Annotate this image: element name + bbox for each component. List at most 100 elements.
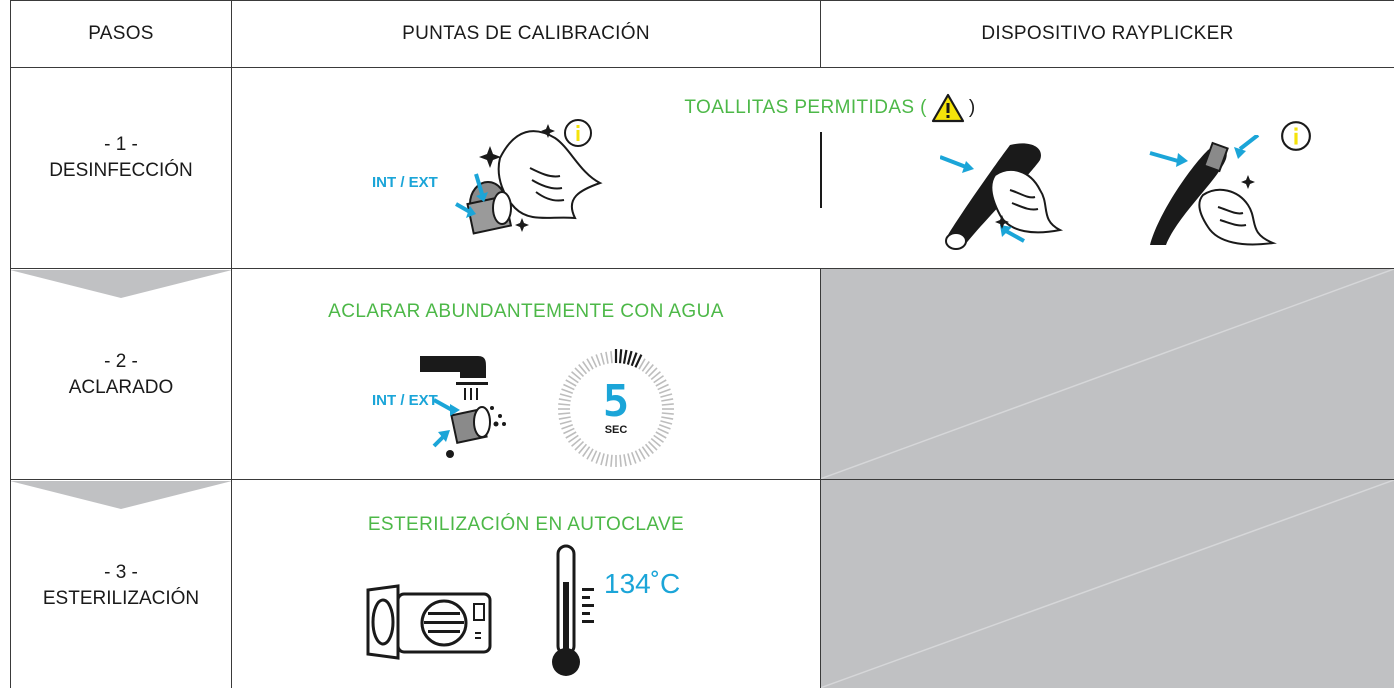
step-2-name: ACLARADO	[68, 377, 174, 398]
timer-tick	[568, 434, 579, 443]
timer-tick	[558, 412, 571, 415]
row1-separator	[820, 132, 822, 208]
timer-tick	[622, 349, 628, 364]
timer-unit: SEC	[604, 424, 628, 436]
info-icon-tips	[564, 119, 592, 147]
timer-tick	[619, 454, 622, 467]
autoclave-icon	[366, 584, 492, 660]
timer-tick	[561, 423, 574, 430]
warning-icon	[931, 93, 964, 123]
tip-wipe-illustration	[455, 124, 603, 235]
step-chevron-2	[10, 481, 232, 509]
timer-tick	[558, 416, 571, 420]
timer-tick	[650, 371, 661, 381]
step-2-label: - 2 - ACLARADO	[11, 349, 231, 401]
timer-tick	[618, 349, 623, 364]
timer-value: 5	[602, 376, 630, 427]
timer-tick	[565, 379, 577, 387]
timer-tick	[586, 358, 594, 370]
wipes-allowed-text: TOALLITAS PERMITIDAS (	[684, 97, 927, 118]
timer-tick	[605, 454, 609, 467]
timer-tick	[634, 450, 642, 462]
tip-int-ext-label-2: INT / EXT	[372, 392, 438, 409]
device-cell-disabled-aclarado	[820, 269, 1394, 479]
timer-tick	[630, 352, 638, 367]
timer-tick	[658, 388, 671, 395]
header-device: DISPOSITIVO RAYPLICKER	[981, 22, 1234, 44]
timer-tick	[571, 371, 582, 381]
device-wipe-illustration-1	[940, 143, 1064, 250]
timer-tick	[623, 454, 627, 467]
timer-tick	[558, 398, 571, 402]
device-cell-disabled-esterilizacion	[820, 480, 1394, 688]
faucet-rinse-illustration	[420, 356, 506, 458]
step-2-number: - 2 -	[104, 351, 138, 372]
timer-tick	[578, 443, 588, 454]
timer-tick	[600, 352, 605, 365]
timer-tick	[558, 403, 571, 406]
thermometer-icon	[552, 544, 594, 676]
info-icon-device	[1281, 121, 1311, 151]
timer-tick	[563, 383, 575, 391]
timer-tick	[661, 403, 674, 406]
timer-tick	[574, 440, 585, 451]
timer-tick	[641, 446, 650, 457]
timer-tick	[630, 451, 637, 464]
step-3-label: - 3 - ESTERILIZACIÓN	[11, 560, 231, 612]
timer-tick	[653, 375, 664, 384]
timer-tick	[660, 393, 673, 398]
timer-tick	[563, 427, 575, 435]
timer-tick	[559, 393, 572, 398]
timer-tick	[578, 364, 588, 375]
timer-tick	[559, 420, 572, 425]
step-1-label: - 1 - DESINFECCIÓN	[11, 132, 231, 184]
step-1-name: DESINFECCIÓN	[49, 160, 193, 181]
timer-tick	[647, 440, 658, 451]
header-calibration-tips: PUNTAS DE CALIBRACIÓN	[402, 22, 650, 44]
timer-tick	[561, 388, 574, 395]
timer-illustration	[558, 349, 674, 467]
timer-tick	[644, 443, 654, 454]
timer-tick	[661, 398, 674, 402]
device-wipe-illustration-2	[1149, 135, 1277, 246]
timer-tick	[568, 375, 579, 384]
sterilization-heading: ESTERILIZACIÓN EN AUTOCLAVE	[367, 514, 685, 535]
timer-tick	[600, 453, 605, 466]
timer-tick	[657, 383, 669, 391]
step-3-name: ESTERILIZACIÓN	[42, 588, 200, 609]
timer-tick	[595, 451, 602, 464]
timer-tick	[634, 354, 643, 368]
timer-tick	[610, 454, 613, 467]
step-chevron-1	[10, 270, 232, 298]
timer-tick	[658, 423, 671, 430]
step-3-number: - 3 -	[104, 562, 138, 583]
timer-tick	[595, 354, 602, 367]
timer-tick	[638, 448, 646, 460]
timer-tick	[590, 450, 598, 462]
timer-tick	[657, 427, 669, 435]
timer-tick	[650, 437, 661, 447]
timer-tick	[660, 420, 673, 425]
tip-int-ext-label-1: INT / EXT	[372, 174, 438, 191]
timer-tick	[644, 364, 654, 375]
timer-tick	[586, 448, 594, 460]
timer-tick	[626, 350, 633, 365]
timer-tick	[661, 416, 674, 420]
timer-tick	[655, 431, 667, 439]
timer-tick	[627, 453, 632, 466]
timer-tick	[590, 356, 598, 368]
timer-tick	[641, 361, 650, 372]
timer-tick	[565, 431, 577, 439]
step-1-number: - 1 -	[104, 134, 138, 155]
wipes-allowed-heading: TOALLITAS PERMITIDAS ( )	[650, 93, 1010, 123]
timer-tick	[582, 361, 591, 372]
timer-tick	[571, 437, 582, 447]
timer-tick	[610, 351, 613, 364]
header-steps: PASOS	[88, 22, 154, 44]
timer-tick	[582, 446, 591, 457]
wipes-allowed-close: )	[968, 97, 976, 118]
temperature-value: 134˚C	[604, 568, 681, 599]
timer-tick	[605, 351, 609, 364]
rinse-heading: ACLARAR ABUNDANTEMENTE CON AGUA	[328, 301, 724, 322]
